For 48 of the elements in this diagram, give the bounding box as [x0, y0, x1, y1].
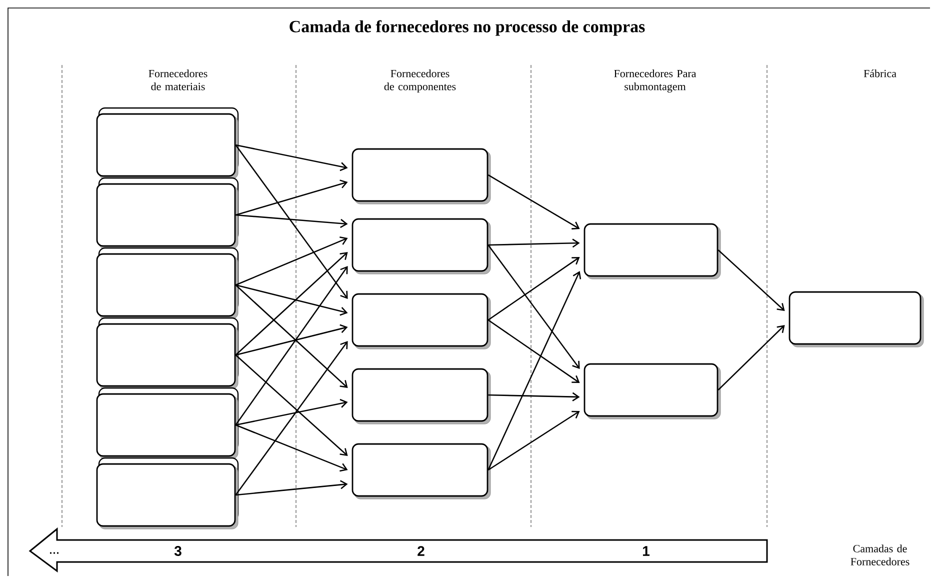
arrow [488, 257, 580, 321]
arrow [488, 174, 580, 230]
arrow [236, 480, 348, 496]
arrow [488, 392, 580, 402]
column-header: Fábrica [864, 70, 896, 78]
arrow [235, 341, 348, 496]
arrow [235, 284, 348, 388]
rounded-box [96, 387, 239, 460]
rounded-box [352, 218, 491, 274]
arrow [718, 325, 785, 390]
title: Camada de fornecedores no processo de compras [290, 20, 645, 36]
rounded-box [584, 223, 721, 280]
arrow [236, 214, 348, 228]
rounded-box [96, 107, 239, 180]
rounded-box [96, 317, 239, 390]
layer-number: 2 [418, 546, 424, 556]
arrow [235, 144, 348, 299]
rounded-box [788, 291, 924, 348]
arrow [235, 354, 348, 456]
column-header: Fornecedores de materiais [148, 70, 208, 90]
column-header: Fornecedores de componentes [384, 70, 456, 92]
arrow [488, 271, 582, 470]
arrow [236, 324, 348, 356]
rounded-box [352, 368, 491, 424]
arrow [235, 266, 348, 426]
rounded-box [96, 457, 239, 530]
arrow [488, 319, 580, 383]
rounded-box [352, 293, 491, 350]
arrow [236, 398, 348, 426]
rounded-box [584, 363, 721, 420]
layer-number: 1 [643, 546, 650, 556]
arrow [236, 284, 348, 316]
rounded-box [352, 443, 491, 500]
side-label: Camadas de Fornecedores [850, 544, 910, 566]
arrow [236, 180, 348, 216]
arrow [235, 252, 348, 356]
column-header: Fornecedores Para submontagem [614, 70, 696, 93]
arrow [235, 236, 348, 286]
arrow [488, 244, 580, 369]
arrow [488, 238, 580, 248]
arrow [718, 250, 785, 311]
rounded-box [96, 247, 239, 320]
arrow [235, 424, 348, 472]
rounded-box [352, 148, 491, 204]
arrow [488, 410, 580, 471]
rounded-box [96, 177, 239, 250]
arrow [236, 144, 348, 172]
layer-number: 3 [174, 546, 182, 556]
